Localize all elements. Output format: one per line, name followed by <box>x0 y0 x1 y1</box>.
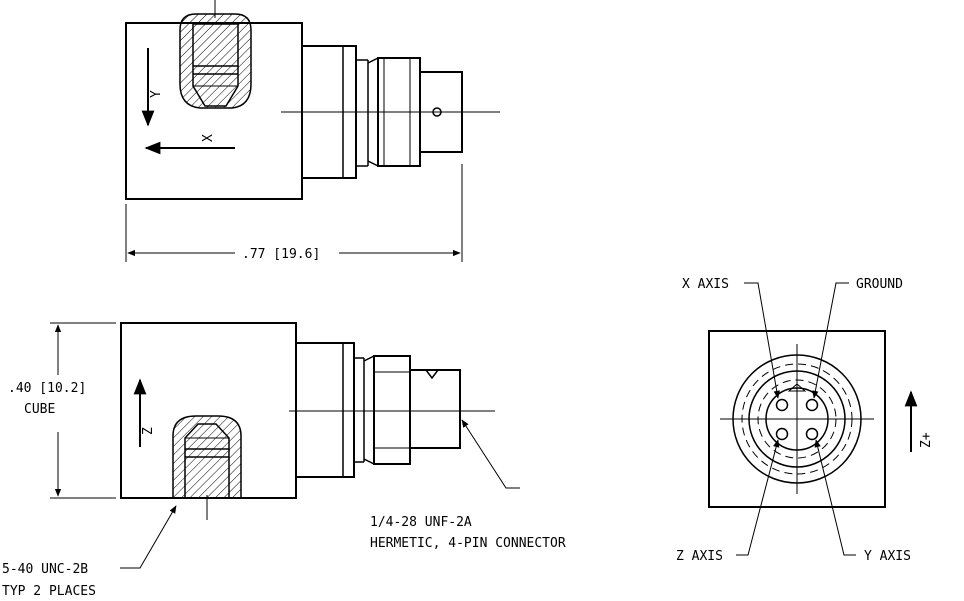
pin-y <box>805 427 819 441</box>
label-x-axis: X AXIS <box>682 277 729 292</box>
label-ground: GROUND <box>856 277 903 292</box>
top-view-tapped-hole <box>179 13 252 109</box>
dimension-height-value: .40 [10.2] <box>8 381 86 396</box>
pin-z <box>775 427 789 441</box>
connector-callout-line1: 1/4-28 UNF-2A <box>370 515 472 530</box>
side-view-hex-nut <box>373 355 411 465</box>
top-view: Y X .77 [19.6] <box>125 0 500 262</box>
pin-x <box>775 398 789 412</box>
connector-callout-line2: HERMETIC, 4-PIN CONNECTOR <box>370 536 566 551</box>
pin-ground <box>805 398 819 412</box>
label-z-axis: Z AXIS <box>676 549 723 564</box>
end-view: X AXIS GROUND Z AXIS Y AXIS Z+ <box>676 277 934 564</box>
axis-label-y: Y <box>149 90 164 98</box>
axis-label-x: X <box>201 134 216 142</box>
axis-label-z-plus: Z+ <box>919 432 934 448</box>
dimension-height-sub: CUBE <box>24 402 55 417</box>
label-y-axis: Y AXIS <box>864 549 911 564</box>
axis-label-z: Z <box>141 427 156 435</box>
end-view-cube <box>708 330 886 508</box>
thread-callout-line1: 5-40 UNC-2B <box>2 562 88 577</box>
thread-callout-line2: TYP 2 PLACES <box>2 584 96 599</box>
dimension-width: .77 [19.6] <box>242 247 320 262</box>
side-view: Z .40 [10.2] CUBE 5-40 UNC-2B TYP 2 PLAC… <box>2 322 566 599</box>
